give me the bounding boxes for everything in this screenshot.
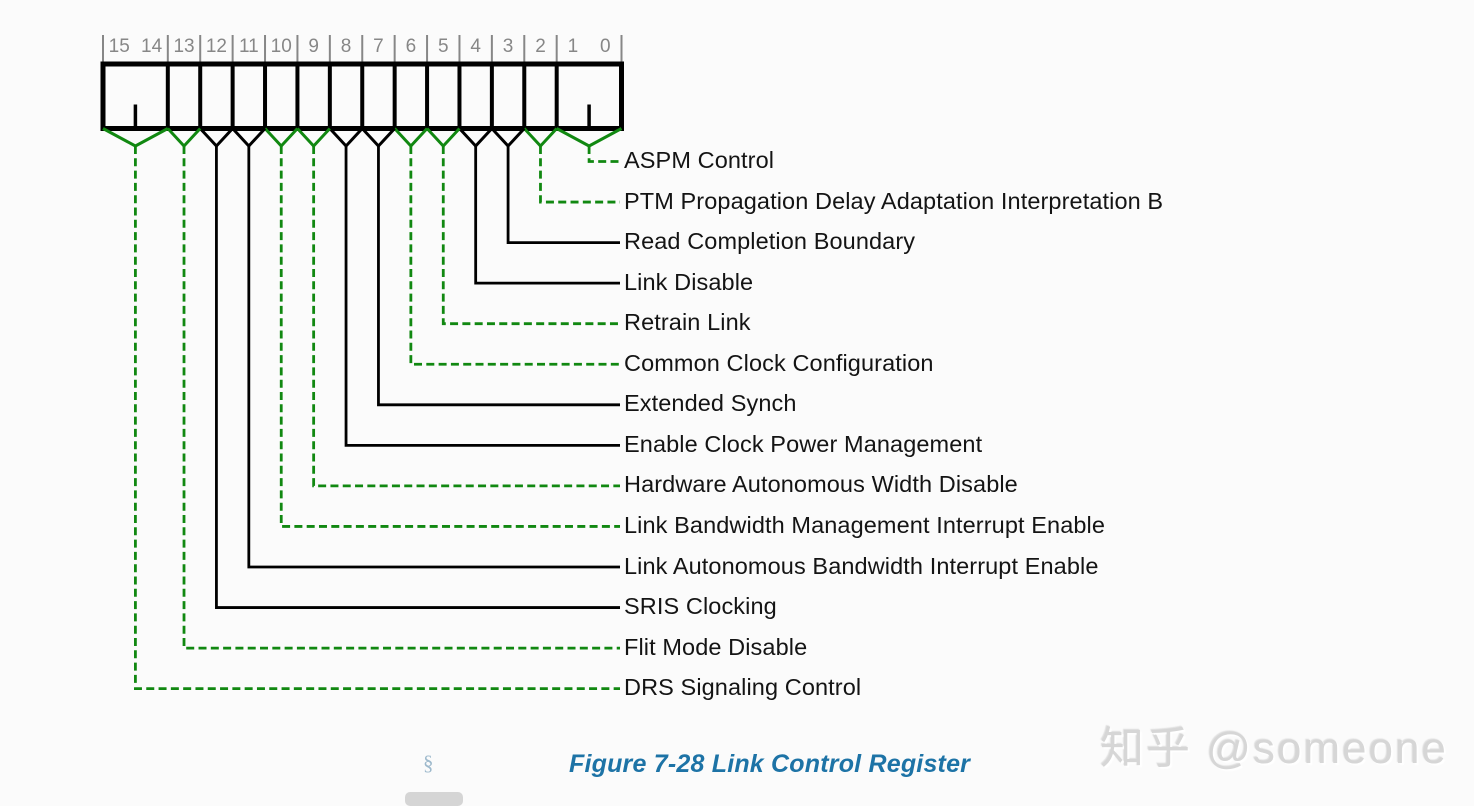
connector-extended-synch (377, 146, 620, 407)
funnel-common-clock-configuration (393, 127, 429, 148)
bit-number-10: 10 (271, 36, 292, 57)
connector-link-autonomous-bandwidth-interrupt-enable (247, 146, 620, 569)
funnel-link-autonomous-bandwidth-interrupt-enable (231, 127, 267, 148)
bit-number-1: 1 (568, 36, 579, 57)
section-mark: § (423, 751, 434, 775)
bit-number-15: 15 (109, 36, 130, 57)
figure-caption: Figure 7-28 Link Control Register (569, 750, 971, 778)
connector-enable-clock-power-management (344, 146, 620, 447)
bit-number-9: 9 (308, 36, 319, 57)
bit-number-12: 12 (206, 36, 227, 57)
connector-common-clock-configuration (409, 146, 620, 366)
funnel-retrain-link (425, 127, 461, 148)
bit-number-8: 8 (341, 36, 352, 57)
bit-number-5: 5 (438, 36, 449, 57)
bit-number-14: 14 (141, 36, 163, 57)
connector-drs-signaling-control (134, 146, 620, 691)
bit-number-6: 6 (406, 36, 417, 57)
bit-number-0: 0 (600, 36, 611, 57)
bit-number-13: 13 (173, 36, 194, 57)
bit-number-7: 7 (373, 36, 384, 57)
connector-flit-mode-disable (182, 146, 620, 650)
bit-number-4: 4 (470, 36, 481, 57)
funnel-read-completion-boundary (490, 127, 526, 148)
funnel-aspm-control (555, 127, 623, 148)
funnel-extended-synch (361, 127, 396, 148)
watermark: 知乎 @someone (1100, 724, 1448, 773)
funnel-flit-mode-disable (166, 127, 202, 148)
bit-number-3: 3 (503, 36, 514, 57)
funnel-link-bandwidth-management-interrupt-enable (263, 127, 299, 148)
funnel-link-disable (458, 127, 493, 148)
funnel-drs-signaling-control (102, 127, 169, 148)
connector-retrain-link (441, 146, 620, 326)
funnel-hardware-autonomous-width-disable (296, 127, 331, 148)
connector-link-disable (474, 146, 620, 285)
connector-sris-clocking (215, 146, 620, 609)
connector-ptm-propagation-delay-adaptation-interpretation-b (539, 146, 620, 204)
funnel-sris-clocking (199, 127, 234, 148)
connector-link-bandwidth-management-interrupt-enable (279, 146, 620, 528)
connector-read-completion-boundary (506, 146, 620, 244)
bit-number-2: 2 (535, 36, 546, 57)
funnel-enable-clock-power-management (328, 127, 364, 148)
scrollbar-thumb[interactable] (405, 792, 463, 806)
connector-hardware-autonomous-width-disable (312, 146, 620, 488)
bit-number-11: 11 (239, 36, 259, 57)
funnel-ptm-propagation-delay-adaptation-interpretation-b (523, 127, 558, 148)
connector-aspm-control (587, 146, 620, 163)
